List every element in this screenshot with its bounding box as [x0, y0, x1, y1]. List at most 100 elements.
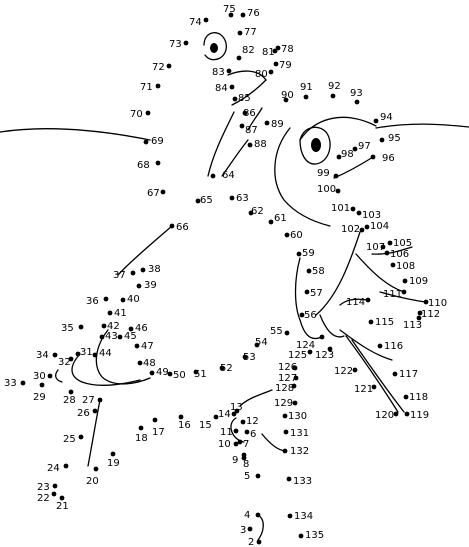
dot-132: 132 — [282, 446, 309, 457]
dot-number: 77 — [244, 27, 257, 38]
tail-line-2 — [351, 339, 405, 413]
dot-number: 109 — [409, 276, 428, 287]
dot-74: 74 — [189, 17, 209, 28]
dot-129: 129 — [274, 398, 298, 409]
dot-marker — [284, 232, 290, 238]
dot-61: 61 — [268, 213, 287, 225]
dot-marker — [248, 210, 254, 216]
dot-13: 13 — [230, 402, 243, 414]
dot-92: 92 — [328, 81, 341, 99]
dot-marker — [333, 173, 339, 179]
dot-46: 46 — [128, 323, 148, 334]
dot-number: 19 — [107, 458, 120, 469]
dot-35: 35 — [61, 323, 84, 334]
dot-60: 60 — [284, 230, 303, 241]
dot-marker — [373, 118, 379, 124]
dot-marker — [244, 429, 250, 435]
dot-102: 102 — [341, 224, 365, 235]
dot-number: 80 — [255, 69, 268, 80]
dot-67: 67 — [147, 188, 166, 199]
dot-111: 111 — [383, 289, 407, 300]
dot-40: 40 — [120, 294, 140, 305]
foot-left — [239, 389, 273, 407]
dot-number: 108 — [396, 261, 415, 272]
dot-75: 75 — [223, 4, 236, 18]
dot-number: 3 — [240, 525, 246, 536]
dot-number: 54 — [255, 337, 268, 348]
dot-2: 2 — [248, 537, 262, 547]
dot-marker — [240, 12, 246, 18]
dot-marker — [68, 389, 74, 395]
dot-110: 110 — [423, 298, 447, 309]
dot-53: 53 — [242, 352, 256, 363]
dot-89: 89 — [264, 119, 284, 130]
dot-4: 4 — [244, 510, 261, 521]
dot-68: 68 — [137, 160, 161, 171]
dot-marker — [178, 414, 184, 420]
dot-marker — [232, 96, 238, 102]
wing-inner — [339, 298, 369, 306]
dot-number: 94 — [380, 112, 393, 123]
dot-marker — [403, 394, 409, 400]
dot-marker — [117, 334, 123, 340]
dot-number: 123 — [315, 350, 334, 361]
dot-marker — [264, 120, 270, 126]
dot-marker — [160, 189, 166, 195]
upper-throat-line-2 — [247, 107, 263, 131]
dot-127: 127 — [278, 373, 299, 384]
dot-number: 83 — [212, 67, 225, 78]
dot-marker — [256, 539, 262, 545]
wing-feather-1 — [371, 246, 413, 255]
body-back — [315, 231, 361, 316]
foot-right — [261, 433, 286, 452]
dot-number: 13 — [230, 402, 243, 413]
dot-98: 98 — [336, 149, 354, 160]
dot-marker — [75, 351, 81, 357]
dot-marker — [143, 139, 149, 145]
dot-number: 64 — [222, 170, 235, 181]
dot-marker — [236, 55, 242, 61]
dot-marker — [356, 210, 362, 216]
dot-number: 131 — [290, 428, 309, 439]
dot-marker — [228, 12, 234, 18]
dot-28: 28 — [63, 389, 76, 406]
dot-number: 68 — [137, 160, 150, 171]
dot-number: 97 — [358, 141, 371, 152]
dot-79: 79 — [273, 60, 292, 71]
dot-number: 76 — [247, 8, 260, 19]
dot-103: 103 — [356, 210, 381, 221]
dot-number: 104 — [370, 221, 389, 232]
dot-marker — [255, 512, 261, 518]
dot-number: 16 — [178, 420, 191, 431]
dot-number: 101 — [331, 203, 350, 214]
lower-beak-top — [299, 116, 377, 141]
dot-104: 104 — [364, 221, 389, 232]
dot-number: 49 — [156, 367, 169, 378]
dot-number: 12 — [246, 416, 259, 427]
dot-18: 18 — [135, 425, 148, 444]
dot-marker — [293, 375, 299, 381]
dot-marker — [273, 61, 279, 67]
dot-marker — [99, 334, 105, 340]
dot-number: 90 — [281, 90, 294, 101]
dot-marker — [298, 533, 304, 539]
dot-124: 124 — [296, 334, 325, 351]
dot-marker — [247, 526, 253, 532]
dot-119: 119 — [404, 410, 429, 421]
dot-22: 22 — [37, 491, 57, 504]
dot-number: 38 — [148, 264, 161, 275]
dot-118: 118 — [403, 392, 428, 403]
dot-number: 99 — [317, 168, 330, 179]
dot-marker — [155, 83, 161, 89]
dot-number: 21 — [56, 501, 69, 512]
upper-head-outline — [203, 32, 227, 61]
dot-72: 72 — [152, 62, 172, 73]
dot-marker — [275, 45, 281, 51]
dot-number: 115 — [375, 317, 394, 328]
dot-78: 78 — [275, 44, 294, 55]
dot-82: 82 — [236, 45, 255, 61]
dot-number: 100 — [317, 184, 336, 195]
dot-marker — [283, 97, 289, 103]
dot-39: 39 — [136, 280, 157, 291]
